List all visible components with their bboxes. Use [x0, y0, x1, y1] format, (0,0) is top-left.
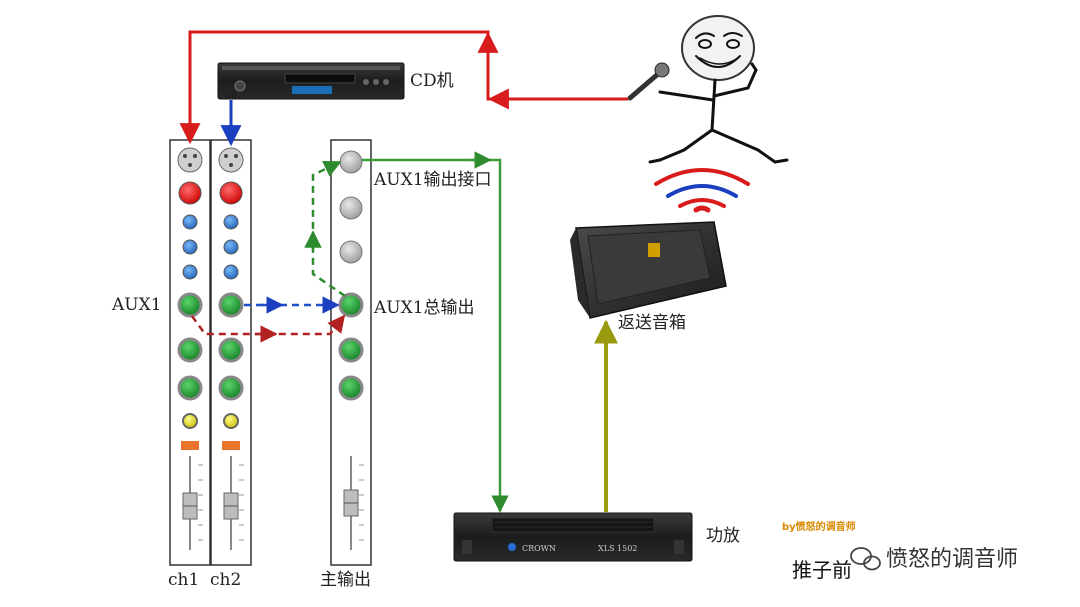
amplifier-label: 功放 — [706, 526, 740, 546]
ch2-aux3-knob — [218, 375, 244, 401]
port-to-amp-line — [362, 158, 509, 513]
ch2-eq-high-knob — [223, 214, 239, 230]
monitor-speaker-label: 返送音箱 — [618, 313, 686, 333]
pre-fader-label: 推子前 — [792, 558, 852, 582]
ch1-eq-high-knob — [182, 214, 198, 230]
aux1-output-jack — [339, 150, 363, 174]
watermark-small: by愤怒的调音师 — [782, 520, 856, 533]
ch1-gain-knob — [178, 181, 202, 205]
ch1-label: ch1 — [168, 570, 199, 590]
ch2-xlr-input-icon — [218, 147, 244, 173]
ch1-controls — [177, 147, 203, 550]
ch1-aux1-knob — [177, 292, 203, 318]
ch1-eq-low-knob — [182, 264, 198, 280]
aux-master-to-port-line — [311, 160, 346, 298]
monitor-speaker — [570, 221, 727, 319]
ch2-pan-knob — [223, 413, 239, 429]
ch1-eq-mid-knob — [182, 239, 198, 255]
ch1-xlr-input-icon — [177, 147, 203, 173]
aux1-master-label: AUX1总输出 — [373, 298, 475, 318]
aux3-output-jack — [339, 240, 363, 264]
ch2-gain-knob — [219, 181, 243, 205]
cd-player — [217, 62, 405, 100]
power-amplifier: CROWN XLS 1502 — [453, 512, 693, 562]
ch2-aux1-knob — [218, 292, 244, 318]
main-output-controls — [338, 150, 364, 550]
sound-waves-icon — [654, 168, 750, 213]
ch2-label: ch2 — [210, 570, 241, 590]
ch2-aux2-knob — [218, 337, 244, 363]
watermark-account: 愤怒的调音师 — [886, 547, 1018, 572]
aux2-output-jack — [339, 196, 363, 220]
aux1-input-label: AUX1 — [111, 295, 162, 315]
aux1-output-port-label: AUX1输出接口 — [373, 170, 492, 190]
ch1-aux2-knob — [177, 337, 203, 363]
ch2-eq-mid-knob — [223, 239, 239, 255]
cd-player-label: CD机 — [410, 71, 454, 91]
aux1-master-knob — [338, 292, 364, 318]
aux2-master-knob — [338, 337, 364, 363]
singer-figure — [648, 15, 789, 164]
microphone-icon — [627, 62, 670, 101]
ch2-mute-button — [222, 441, 240, 450]
ch2-controls — [218, 147, 244, 550]
ch1-mute-button — [181, 441, 199, 450]
ch2-eq-low-knob — [223, 264, 239, 280]
aux3-master-knob — [338, 375, 364, 401]
ch1-aux3-knob — [177, 375, 203, 401]
wechat-icon — [850, 547, 881, 571]
amp-brand: CROWN — [522, 544, 556, 553]
main-output-label: 主输出 — [320, 570, 371, 590]
ch1-pan-knob — [182, 413, 198, 429]
amp-model: XLS 1502 — [598, 544, 637, 553]
